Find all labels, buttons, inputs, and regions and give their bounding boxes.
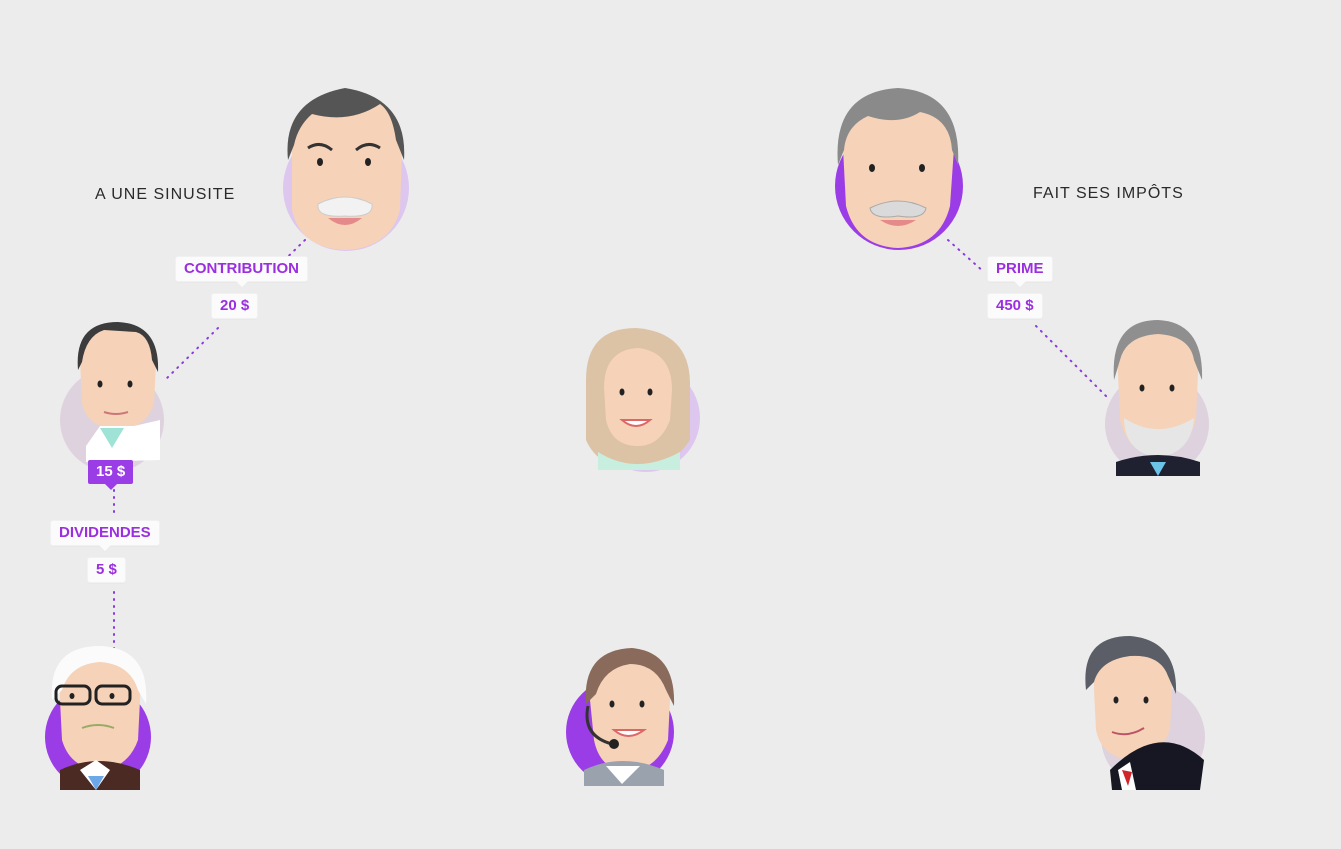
connector-prime-greybeard <box>1035 325 1107 397</box>
tag-contribution: CONTRIBUTION <box>176 257 307 287</box>
connector-contribution-doctor <box>164 327 219 381</box>
doctor-portrait <box>60 322 164 472</box>
patient-portrait <box>283 88 409 251</box>
woman-blonde-portrait <box>586 328 700 472</box>
tag-doctor-amount: 15 $ <box>88 460 134 490</box>
tag-dividendes-amount: 5 $ <box>88 558 125 582</box>
tag-prime-amount: 450 $ <box>988 294 1042 318</box>
taxpayer-portrait <box>835 88 963 250</box>
tag-dividendes: DIVIDENDES <box>51 521 159 551</box>
caption-sinusite: A UNE SINUSITE <box>95 186 236 203</box>
operator-portrait <box>566 648 675 786</box>
caption-impots: FAIT SES IMPÔTS <box>1033 185 1184 202</box>
tag-prime: PRIME <box>988 257 1052 287</box>
tag-contribution-amount: 20 $ <box>212 294 258 318</box>
grey-beard-portrait <box>1105 320 1209 476</box>
politician-portrait <box>1085 636 1205 790</box>
connector-taxpayer-prime <box>947 239 985 273</box>
investor-portrait <box>45 646 151 790</box>
